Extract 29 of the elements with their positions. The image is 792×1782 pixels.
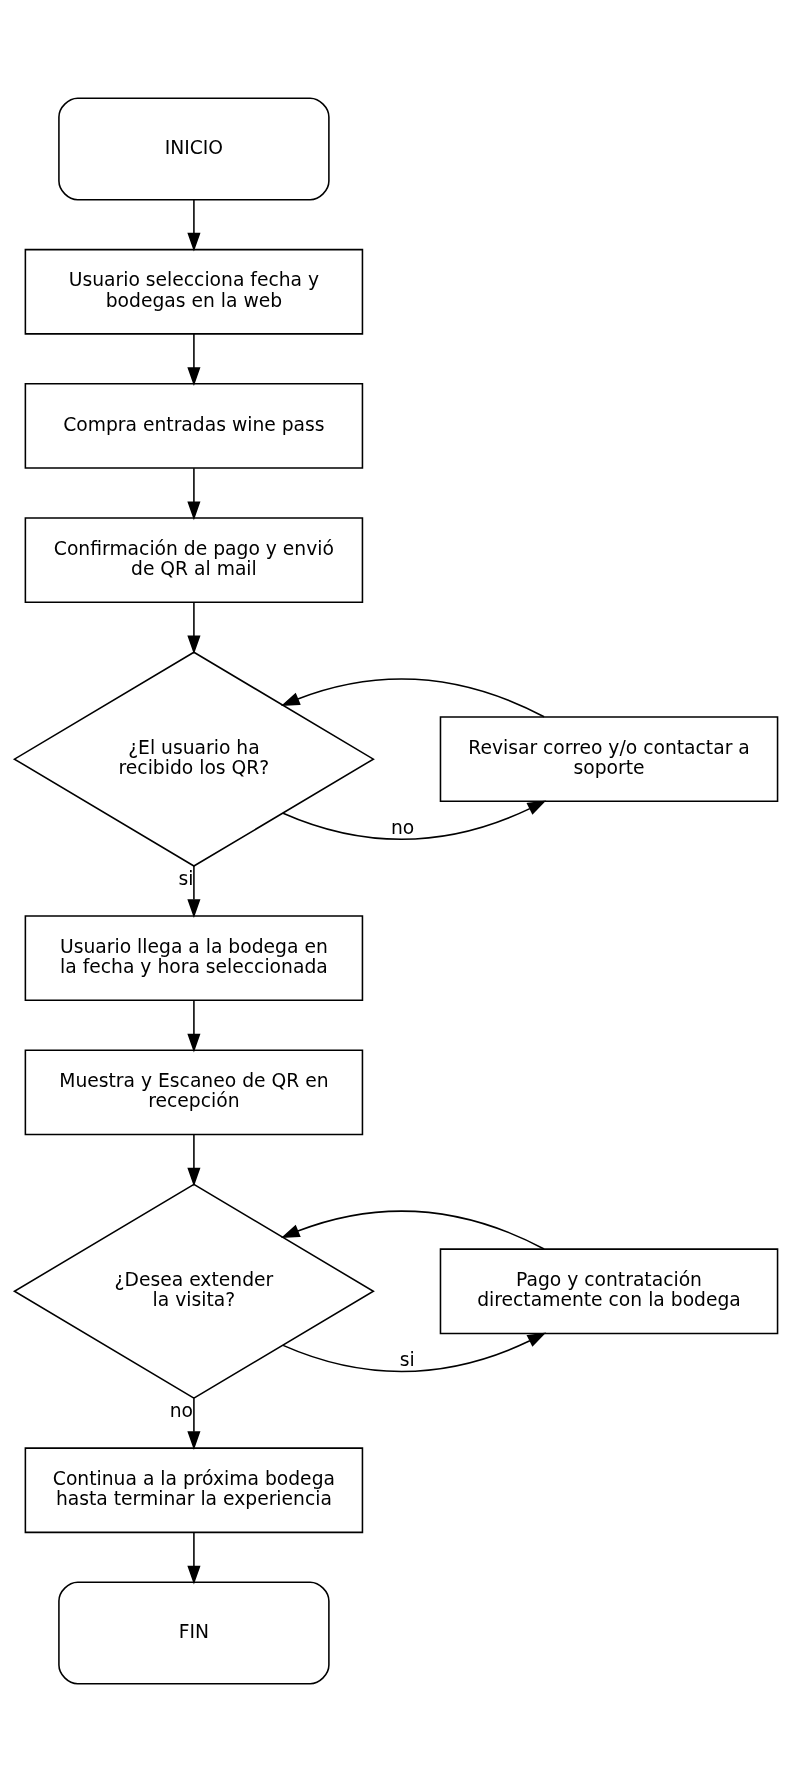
node-box: Revisar correo y/o contactar a soporte <box>439 716 779 803</box>
node-box: Usuario selecciona fecha y bodegas en la web <box>24 248 364 335</box>
node-box: Compra entradas wine pass <box>24 383 364 469</box>
node-box: Continua a la próxima bodega hasta terminar la experiencia <box>24 1447 364 1534</box>
edge-label: no <box>390 816 415 838</box>
node-box: Confirmación de pago y envió de QR al mail <box>24 517 364 604</box>
node-diamond: ¿Desea extender la visita? <box>12 1183 375 1400</box>
arrow <box>282 1332 547 1373</box>
edge-label: no <box>169 1400 194 1422</box>
arrow <box>187 601 201 655</box>
arrow <box>187 999 201 1053</box>
arrow <box>280 1210 545 1250</box>
arrow <box>187 1133 201 1187</box>
arrow <box>280 678 545 718</box>
node-box: Usuario llega a la bodega en la fecha y hora seleccionada <box>24 915 364 1001</box>
arrow <box>187 865 201 918</box>
edge-label: si <box>178 868 194 890</box>
edge-label: si <box>399 1348 415 1370</box>
arrow <box>187 1532 201 1585</box>
node-box: FIN <box>58 1581 330 1685</box>
node-box: Muestra y Escaneo de QR en recepción <box>24 1049 364 1136</box>
node-diamond: ¿El usuario ha recibido los QR? <box>12 651 375 867</box>
node-box: Pago y contratación directamente con la bodega <box>439 1248 779 1335</box>
node-box: INICIO <box>58 97 330 201</box>
arrow <box>282 800 547 841</box>
arrow <box>187 467 201 521</box>
arrow <box>187 333 201 387</box>
arrow <box>187 199 201 252</box>
arrow <box>187 1397 201 1451</box>
